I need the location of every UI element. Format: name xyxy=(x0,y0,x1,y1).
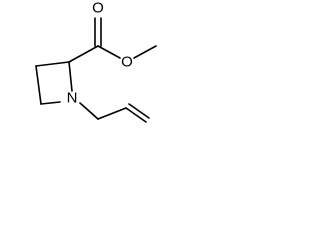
bond-ring-c3-c2 xyxy=(35,61,70,67)
bond-ch2-to-ch xyxy=(97,107,127,120)
bond-carbonyl-to-ester-oxygen xyxy=(97,45,121,59)
bond-c2-carbonyl-carbon xyxy=(68,45,99,63)
bond-n-to-ch2 xyxy=(79,102,99,120)
bond-ring-c4-c3 xyxy=(35,65,42,105)
bond-ring-n-c4 xyxy=(40,101,61,105)
atom-label-carbonyl-oxygen: O xyxy=(92,0,104,17)
atom-label-nitrogen: N xyxy=(67,90,78,107)
bond-vinyl-double-a xyxy=(125,107,147,123)
atom-label-ester-oxygen: O xyxy=(121,54,133,71)
bond-vinyl-double-b xyxy=(128,103,150,119)
chemical-structure-diagram: O O N xyxy=(0,0,160,184)
bond-ring-c2-n xyxy=(68,61,73,92)
bond-ester-oxygen-to-methyl xyxy=(133,45,157,59)
canvas-background xyxy=(0,0,160,184)
